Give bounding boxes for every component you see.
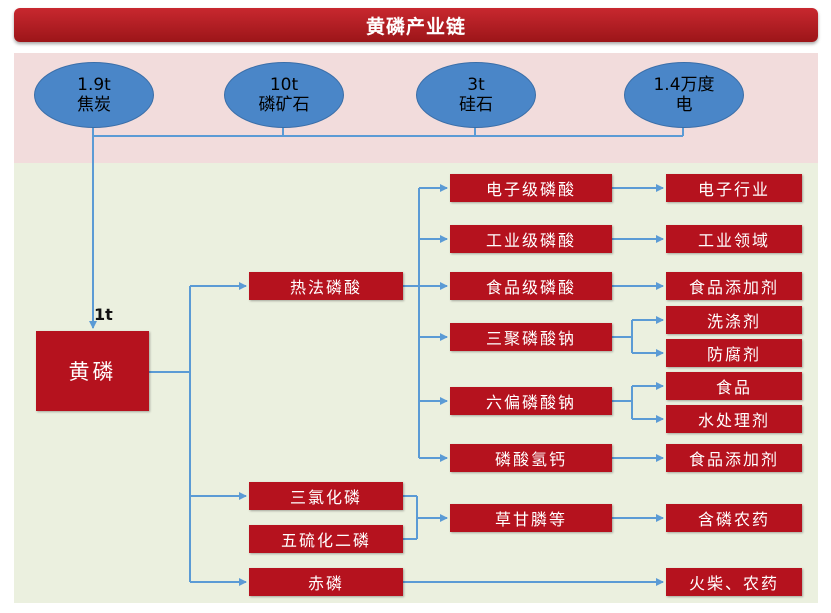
use-food-additive-1: 食品添加剂 — [666, 272, 802, 300]
input-coke-amount: 1.9t — [77, 75, 111, 95]
node-red-phosphorus: 赤磷 — [249, 568, 403, 596]
use-food-additive-2: 食品添加剂 — [666, 444, 802, 472]
diagram-title: 黄磷产业链 — [14, 8, 818, 42]
use-detergent: 洗涤剂 — [666, 306, 802, 334]
input-electricity-amount: 1.4万度 — [653, 75, 715, 95]
input-phosphate-rock-amount: 10t — [269, 75, 299, 95]
use-preservative: 防腐剂 — [666, 339, 802, 367]
node-glyphosate: 草甘膦等 — [450, 504, 612, 532]
node-sodium-hexametaphosphate: 六偏磷酸钠 — [450, 387, 612, 415]
input-electricity: 1.4万度 电 — [624, 62, 744, 128]
input-coke: 1.9t 焦炭 — [34, 62, 154, 128]
use-matches-pesticide: 火柴、农药 — [666, 568, 802, 596]
node-dicalcium-phosphate: 磷酸氢钙 — [450, 444, 612, 472]
use-phosphorus-pesticide: 含磷农药 — [666, 504, 802, 532]
input-silica-name: 硅石 — [459, 95, 493, 115]
node-industrial-phosphoric-acid: 工业级磷酸 — [450, 225, 612, 253]
input-phosphate-rock-name: 磷矿石 — [258, 95, 310, 115]
node-sodium-tripolyphosphate: 三聚磷酸钠 — [450, 323, 612, 351]
node-phosphorus-pentasulfide: 五硫化二磷 — [249, 525, 403, 553]
use-water-treatment: 水处理剂 — [666, 405, 802, 433]
input-coke-name: 焦炭 — [77, 95, 111, 115]
node-phosphorus-trichloride: 三氯化磷 — [249, 482, 403, 510]
core-amount: 1t — [94, 305, 113, 324]
use-electronics-industry: 电子行业 — [666, 174, 802, 202]
node-food-phosphoric-acid: 食品级磷酸 — [450, 272, 612, 300]
input-electricity-name: 电 — [675, 95, 693, 115]
node-thermal-phosphoric-acid: 热法磷酸 — [249, 272, 403, 300]
use-food: 食品 — [666, 372, 802, 400]
core-yellow-phosphorus: 黄磷 — [36, 331, 149, 411]
input-phosphate-rock: 10t 磷矿石 — [224, 62, 344, 128]
node-electronic-phosphoric-acid: 电子级磷酸 — [450, 174, 612, 202]
input-silica: 3t 硅石 — [416, 62, 536, 128]
use-industrial-field: 工业领域 — [666, 225, 802, 253]
input-silica-amount: 3t — [467, 75, 485, 95]
